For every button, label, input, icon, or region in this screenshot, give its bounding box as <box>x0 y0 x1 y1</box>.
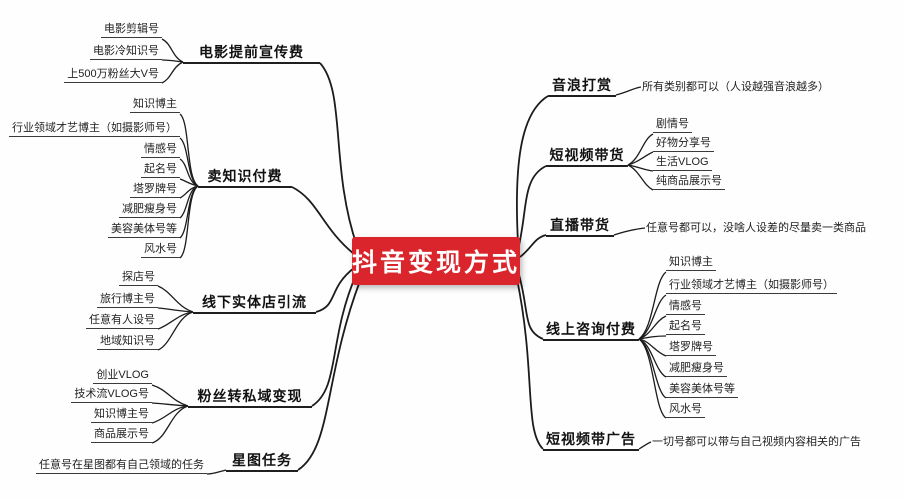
leaf-item: 商品展示号 <box>91 427 152 443</box>
center-topic: 抖音变现方式 <box>352 237 520 285</box>
leaf-item: 知识博主号 <box>91 407 152 423</box>
leaf-item: 塔罗牌号 <box>666 340 716 356</box>
leaf-item: 情感号 <box>141 142 180 158</box>
branch-live-ecommerce: 直播带货 <box>546 215 614 237</box>
leaf-item: 美容美体号等 <box>108 222 180 238</box>
leaf-item: 知识博主 <box>666 255 716 271</box>
branch-star-map-task: 星图任务 <box>226 450 298 472</box>
branch-note: 一切号都可以带与自己视频内容相关的广告 <box>652 436 861 448</box>
leaf-item: 纯商品展示号 <box>653 174 725 190</box>
branch-note: 所有类别都可以（人设越强音浪越多） <box>642 81 829 93</box>
leaf-item: 塔罗牌号 <box>130 182 180 198</box>
leaf-item: 任意有人设号 <box>86 313 158 329</box>
leaf-item: 减肥瘦身号 <box>666 361 727 377</box>
leaf-item: 创业VLOG <box>93 368 152 384</box>
leaf-item: 起名号 <box>666 319 705 335</box>
branch-short-video-ecommerce: 短视频带货 <box>546 145 628 167</box>
leaf-item: 技术流VLOG号 <box>71 387 152 403</box>
leaf-item: 知识博主 <box>130 97 180 113</box>
branch-sell-knowledge: 卖知识付费 <box>198 166 292 188</box>
leaf-item: 风水号 <box>666 402 705 418</box>
leaf-item: 旅行博主号 <box>97 292 158 308</box>
leaf-item: 减肥瘦身号 <box>119 202 180 218</box>
branch-short-video-ads: 短视频带广告 <box>543 429 639 451</box>
leaf-item: 地域知识号 <box>97 334 158 350</box>
leaf-item: 美容美体号等 <box>666 382 738 398</box>
leaf-item: 探店号 <box>119 270 158 286</box>
leaf-item: 剧情号 <box>653 117 692 133</box>
branch-note: 任意号都可以，没啥人设差的尽量卖一类商品 <box>646 222 866 234</box>
leaf-item: 好物分享号 <box>653 136 714 152</box>
branch-offline-store-traffic: 线下实体店引流 <box>193 292 316 314</box>
leaf-item: 电影冷知识号 <box>90 44 162 60</box>
leaf-item: 行业领域才艺博主（如摄影师号） <box>666 278 837 294</box>
leaf-item: 上500万粉丝大V号 <box>64 67 162 83</box>
leaf-item: 情感号 <box>666 299 705 315</box>
branch-movie-promotion-fee: 电影提前宣传费 <box>183 42 320 64</box>
leaf-item: 起名号 <box>141 162 180 178</box>
leaf-item: 风水号 <box>141 242 180 258</box>
leaf-item: 电影剪辑号 <box>101 22 162 38</box>
branch-fans-to-private-domain: 粉丝转私域变现 <box>188 386 312 408</box>
branch-online-consulting: 线上咨询付费 <box>543 319 639 341</box>
branch-coin-tipping: 音浪打赏 <box>548 75 616 97</box>
leaf-item: 行业领域才艺博主（如摄影师号） <box>9 121 180 137</box>
leaf-item: 生活VLOG <box>653 155 712 171</box>
leaf-item: 任意号在星图都有自己领域的任务 <box>36 458 207 474</box>
